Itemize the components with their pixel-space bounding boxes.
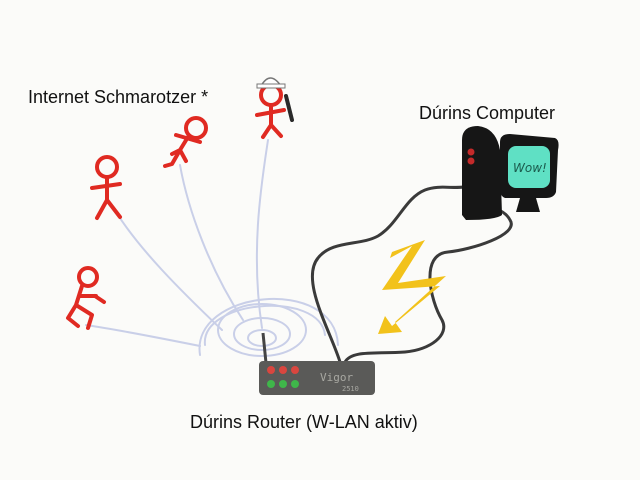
router-label: Dúrins Router (W-LAN aktiv) xyxy=(190,412,418,432)
computer-label: Dúrins Computer xyxy=(419,103,556,123)
monitor-screen-text: Wow! xyxy=(513,161,547,175)
monitor-icon: Wow! xyxy=(500,134,559,212)
wifi-beams xyxy=(85,139,269,347)
stick-figure-icon xyxy=(163,116,208,168)
pc-tower-icon xyxy=(462,126,502,220)
lightning-icon xyxy=(378,240,446,334)
stick-figure-icon xyxy=(90,155,122,220)
wifi-signal-icon xyxy=(198,297,339,357)
router-brand: Vigor xyxy=(320,371,353,384)
router-model: 2510 xyxy=(342,385,359,393)
stick-figure-icon xyxy=(255,83,294,139)
router-icon: Vigor 2510 xyxy=(259,332,375,395)
hat-icon xyxy=(256,77,286,89)
internet-users-label: Internet Schmarotzer * xyxy=(28,87,209,107)
stick-figure-icon xyxy=(66,266,106,330)
